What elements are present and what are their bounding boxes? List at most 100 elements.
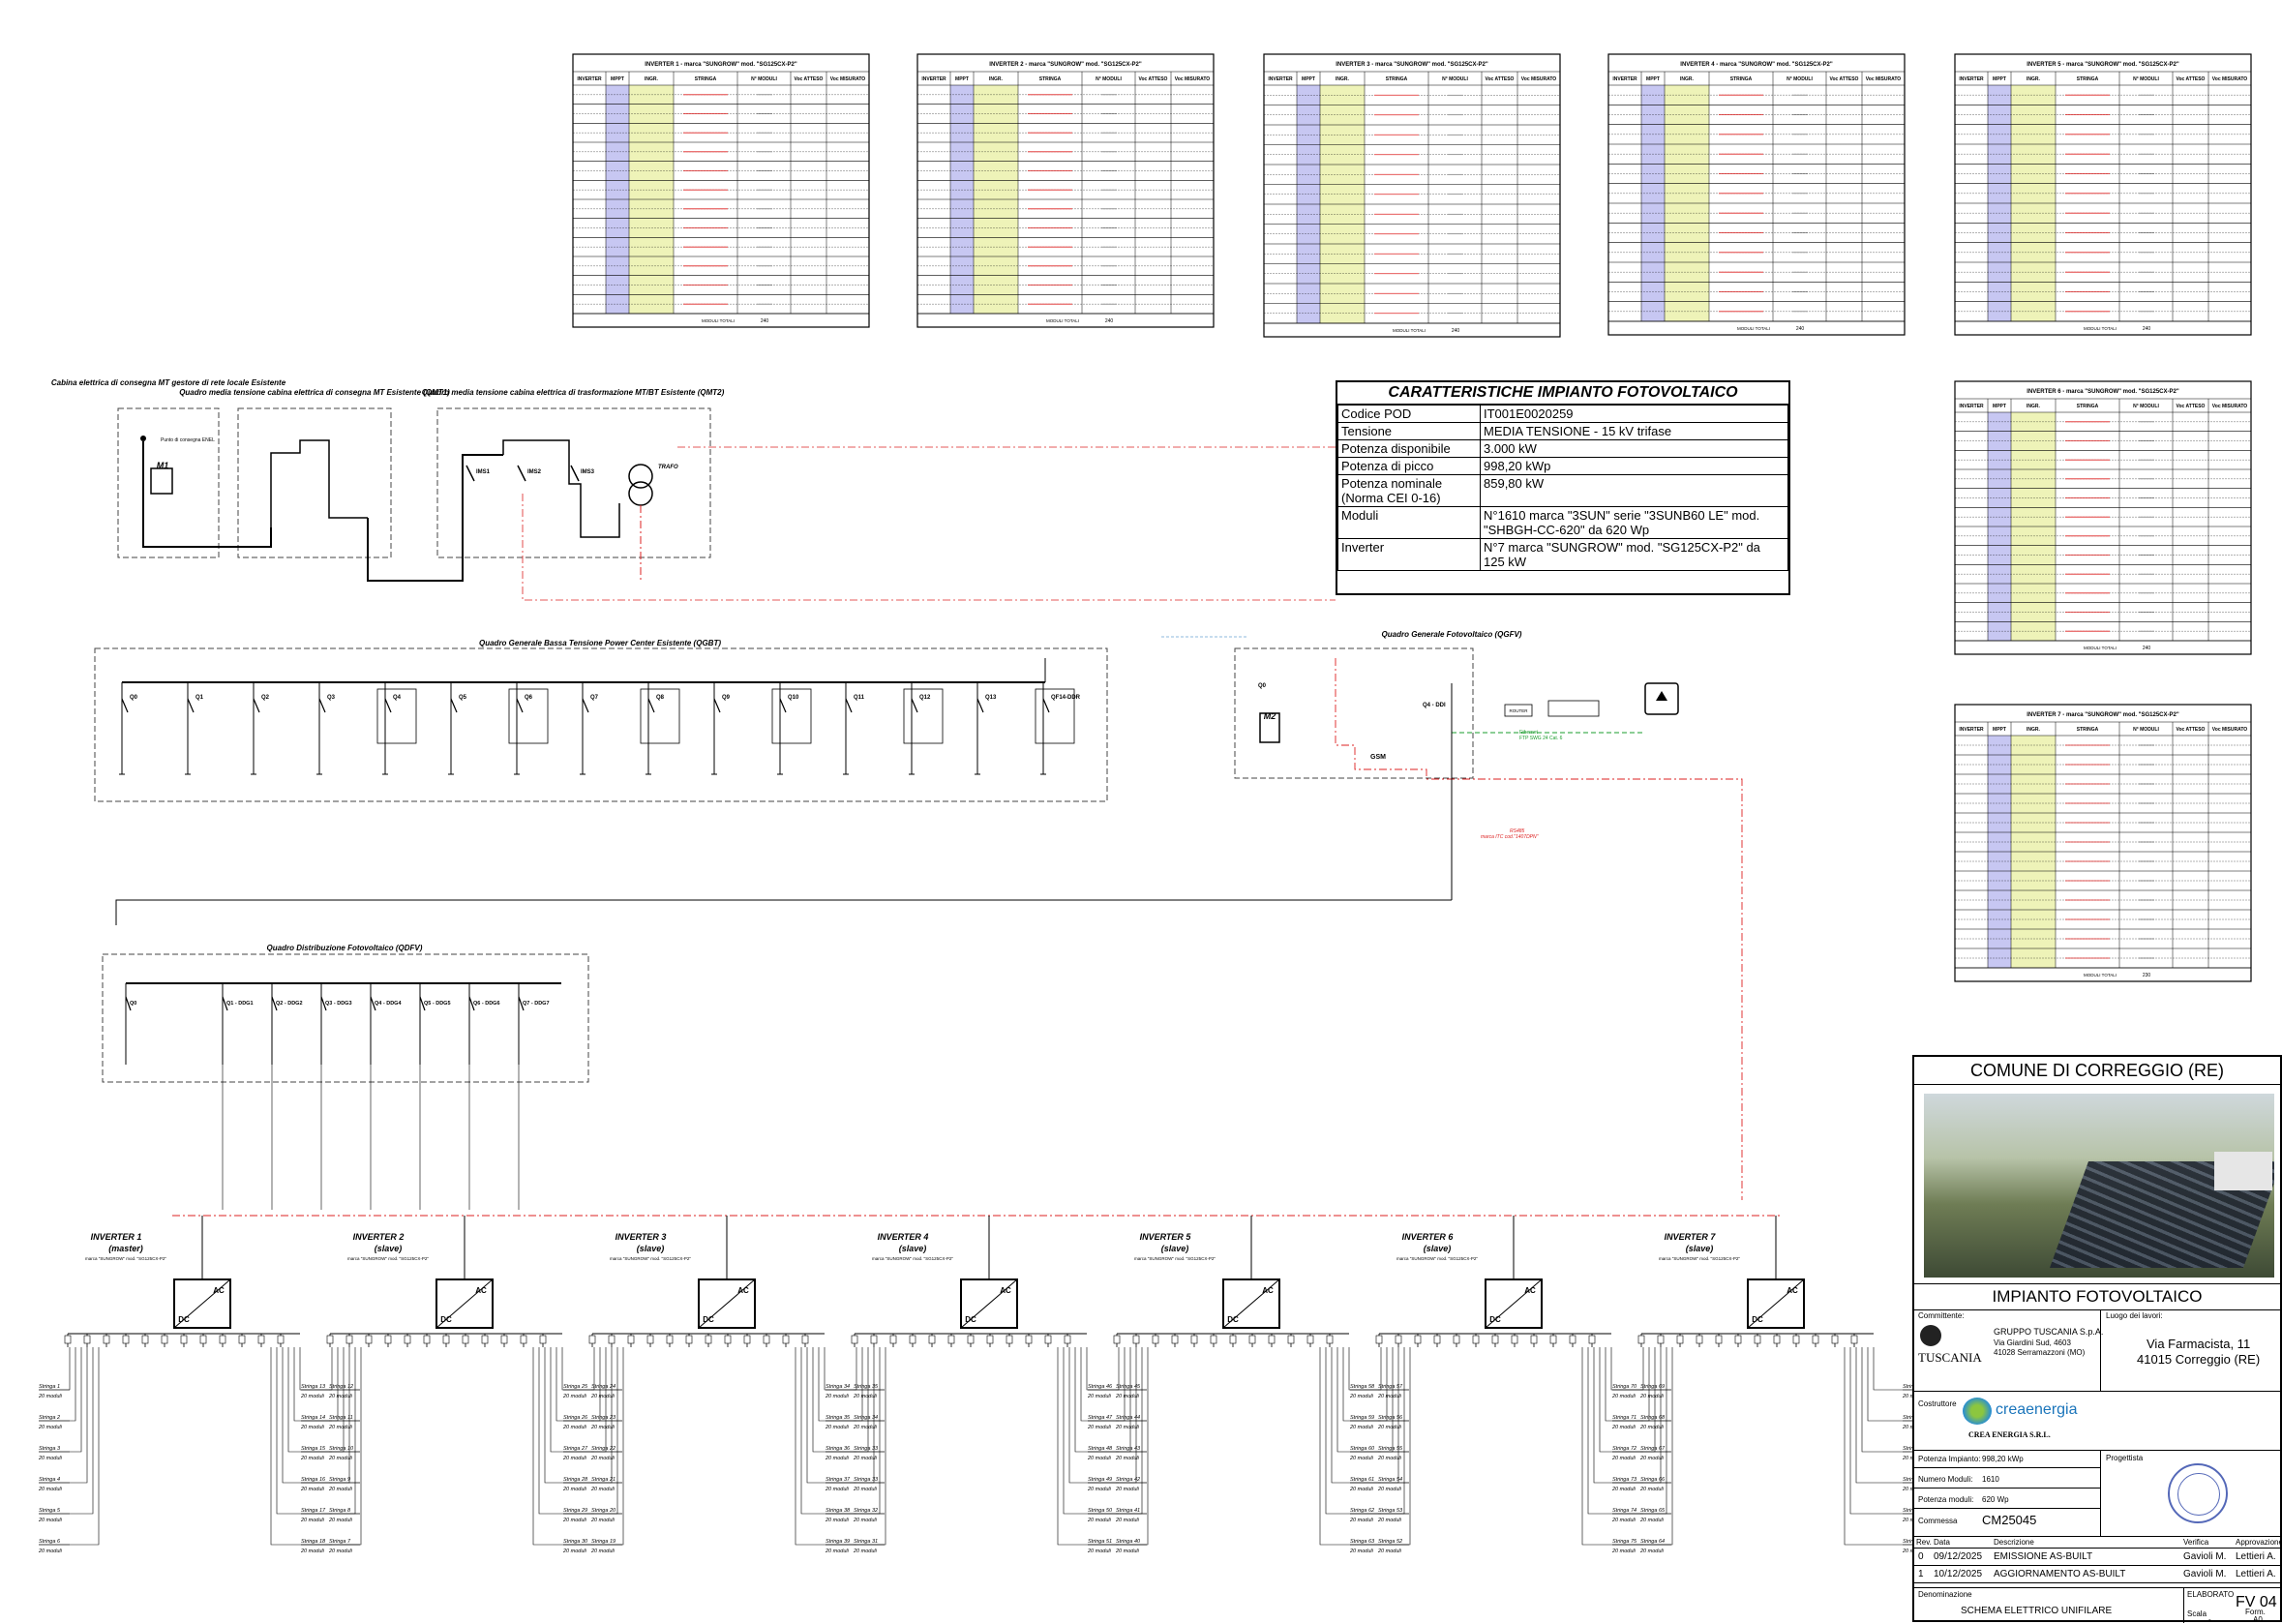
breaker-contact-icon	[1042, 698, 1050, 713]
string-modules: 20 moduli	[825, 1518, 850, 1523]
project-title: IMPIANTO FOTOVOLTAICO	[1914, 1283, 2280, 1310]
committente-label: Committente:	[1918, 1311, 1965, 1320]
string-label: Stringa 44	[1116, 1415, 1140, 1421]
string-modules: 20 moduli	[328, 1425, 353, 1430]
string-wire	[856, 1347, 875, 1484]
string-wire	[594, 1347, 624, 1546]
breaker: Q0	[119, 682, 138, 775]
string-wire	[70, 1347, 100, 1546]
mt-cable	[270, 439, 368, 527]
dc-fuse-icon	[64, 1335, 72, 1344]
qdfv-breaker-label: Q1 - DDG1	[226, 1001, 254, 1007]
string-modules: 20 moduli	[1115, 1456, 1140, 1461]
mt-section: Cabina elettrica di consegna MT gestore …	[51, 378, 1336, 601]
string-label: Stringa 39	[826, 1539, 850, 1545]
table-title: INVERTER 4 - marca "SUNGROW" mod. "SG125…	[1680, 62, 1833, 68]
inverter-table: INVERTER 7 - marca "SUNGROW" mod. "SG125…	[1954, 704, 2252, 982]
dc-fuse-icon	[1588, 1335, 1596, 1344]
table-header: STRINGA	[2077, 76, 2099, 82]
string-modules: 20 moduli	[1639, 1456, 1665, 1461]
string-wire	[70, 1347, 88, 1484]
moduli-value: 1610	[1982, 1475, 1999, 1484]
dc-fuse-icon	[1676, 1335, 1684, 1344]
string-modules: 20 moduli	[1611, 1394, 1636, 1399]
inverter-string-tables: INVERTER 1 - marca "SUNGROW" mod. "SG125…	[572, 53, 2252, 982]
string-modules: 20 moduli	[1349, 1425, 1374, 1430]
dc-fuse-icon	[1044, 1335, 1052, 1344]
table-header: Voc ATTESO	[795, 76, 824, 82]
string-wire	[70, 1347, 76, 1422]
table-title: INVERTER 1 - marca "SUNGROW" mod. "SG125…	[645, 62, 797, 68]
potenza-label: Potenza Impianto:	[1918, 1455, 1981, 1463]
dc-fuse-icon	[1395, 1335, 1402, 1344]
string-wire	[1381, 1347, 1388, 1422]
router-label: ROUTER	[1510, 708, 1529, 713]
breaker-label: Q5	[459, 695, 467, 701]
breaker: Q8	[640, 682, 680, 775]
table-header: MPPT	[1993, 76, 2006, 82]
breaker-contact-icon	[647, 698, 655, 713]
string-modules: 20 moduli	[1115, 1487, 1140, 1492]
dc-fuse-icon	[1152, 1335, 1159, 1344]
dc-fuse-icon	[986, 1335, 994, 1344]
dc-fuse-icon	[1171, 1335, 1179, 1344]
string-wire	[594, 1347, 607, 1453]
dc-fuse-icon	[801, 1335, 809, 1344]
dc-fuse-icon	[1754, 1335, 1761, 1344]
string-label: Stringa 27	[563, 1446, 588, 1452]
dc-fuse-icon	[365, 1335, 373, 1344]
table-header: Voc MISURATO	[1175, 76, 1211, 82]
rs485-marca-label: marca ITC cod."1407DPN"	[1481, 834, 1539, 840]
string-wire	[332, 1347, 356, 1515]
string-modules: 20 moduli	[328, 1456, 353, 1461]
string-label: Stringa 19	[591, 1539, 616, 1545]
dc-fuse-icon	[277, 1335, 285, 1344]
string-label: Stringa 21	[591, 1477, 616, 1483]
breaker-contact-icon	[582, 698, 589, 713]
switch-icon	[517, 465, 526, 482]
breaker: Q2	[251, 682, 270, 775]
dc-fuse-icon	[1491, 1335, 1499, 1344]
dc-fuse-icon	[199, 1335, 207, 1344]
string-modules: 20 moduli	[1611, 1549, 1636, 1554]
breaker-contact-icon	[518, 996, 525, 1011]
breaker: Q10	[771, 682, 812, 775]
string-modules: 20 moduli	[1639, 1425, 1665, 1430]
dc-fuse-icon	[1715, 1335, 1723, 1344]
inverter-diagonal	[698, 1278, 756, 1329]
inverter-spec: marca "SUNGROW" mod. "SG125CX-P2"	[1659, 1256, 1740, 1261]
table-header: Voc ATTESO	[1139, 76, 1168, 82]
string-label: Stringa 3	[39, 1446, 61, 1452]
dc-fuse-icon	[1696, 1335, 1703, 1344]
characteristics-label: Potenza di picco	[1337, 457, 1481, 475]
string-label: Stringa 20	[591, 1508, 616, 1514]
table-header: Voc MISURATO	[1866, 76, 1902, 82]
string-label: Stringa 35	[826, 1415, 851, 1421]
committente-row: Committente: TUSCANIA GRUPPO TUSCANIA S.…	[1914, 1309, 2280, 1392]
string-wire	[1381, 1347, 1394, 1453]
inverter-table: INVERTER 5 - marca "SUNGROW" mod. "SG125…	[1954, 53, 2252, 336]
breaker-contact-icon	[911, 698, 918, 713]
characteristics-value: 998,20 kWp	[1480, 457, 1788, 475]
dc-fuse-icon	[219, 1335, 226, 1344]
table-header: INVERTER	[1612, 76, 1637, 82]
string-modules: 20 moduli	[853, 1487, 878, 1492]
string-label: Stringa 64	[1640, 1539, 1665, 1545]
breaker-label: Q8	[656, 695, 665, 701]
string-modules: 20 moduli	[328, 1549, 353, 1554]
characteristics-value: 859,80 kW	[1480, 474, 1788, 507]
breaker-label: Q12	[919, 695, 931, 701]
string-label: Stringa 33	[854, 1477, 879, 1483]
table-title: INVERTER 6 - marca "SUNGROW" mod. "SG125…	[2027, 389, 2179, 395]
dc-fuse-icon	[345, 1335, 353, 1344]
string-modules: 20 moduli	[38, 1487, 63, 1492]
breaker-contact-icon	[779, 698, 787, 713]
luogo-addr2: 41015 Correggio (RE)	[2137, 1352, 2261, 1367]
luogo-addr1: Via Farmacista, 11	[2147, 1337, 2251, 1351]
table-title: INVERTER 7 - marca "SUNGROW" mod. "SG125…	[2027, 712, 2179, 718]
string-label: Stringa 15	[301, 1446, 326, 1452]
inverter-dc-mark: DC	[1489, 1315, 1501, 1324]
table-header: MPPT	[955, 76, 969, 82]
plant-data: Potenza Impianto: 998,20 kWp Numero Modu…	[1914, 1451, 2100, 1536]
